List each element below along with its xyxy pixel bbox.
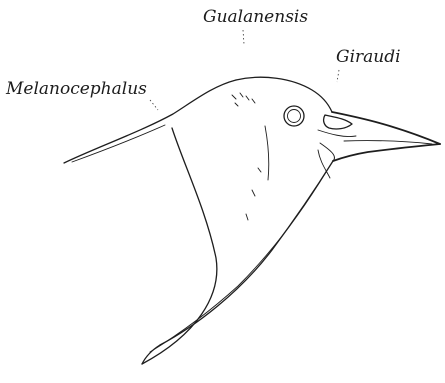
jaw-line [320, 143, 335, 161]
throat-inner-line [150, 172, 326, 352]
crown-line [236, 77, 332, 112]
neck-stipple [246, 168, 261, 220]
side-contour [142, 128, 217, 364]
leader-giraudi [337, 70, 339, 82]
eye-pupil [288, 110, 301, 123]
chin-line [318, 150, 330, 178]
nape-inner-line [72, 125, 165, 162]
leader-gualanensis [243, 30, 244, 44]
bill-commissure [344, 141, 432, 144]
crown-stipple [232, 93, 255, 106]
eye-ring [284, 106, 304, 126]
cheek-line [318, 130, 356, 137]
head-outline [64, 77, 440, 364]
leader-melanocephalus [150, 100, 158, 110]
lore-patch [324, 115, 352, 129]
label-giraudi: Giraudi [336, 47, 401, 67]
upper-bill [332, 112, 440, 144]
label-gualanensis: Gualanensis [203, 7, 308, 27]
auricular-line [265, 126, 269, 180]
label-melanocephalus: Melanocephalus [5, 79, 147, 99]
throat-line [160, 161, 333, 345]
lower-bill [333, 144, 440, 161]
